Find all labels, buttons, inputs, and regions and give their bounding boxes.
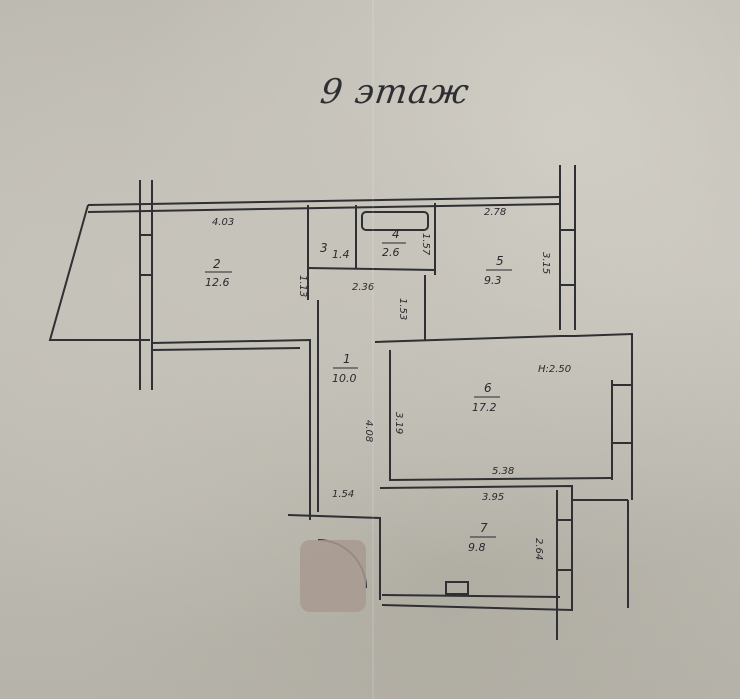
dim-3-15: 3.15 <box>540 252 551 274</box>
dim-2-36: 2.36 <box>352 282 374 293</box>
room-4-area: 2.6 <box>382 246 400 259</box>
room-4-number: 4 <box>392 227 400 241</box>
dim-h-2-50: H:2.50 <box>538 364 571 375</box>
room-6-area: 17.2 <box>472 401 497 414</box>
wall-room6 <box>389 350 613 482</box>
room-7-area: 9.8 <box>468 541 486 554</box>
wall-room2-bottom <box>151 338 311 520</box>
dim-1-13: 1.13 <box>297 275 308 297</box>
dim-2-64: 2.64 <box>533 538 544 560</box>
window-left <box>139 234 153 276</box>
redaction-mark <box>300 540 366 612</box>
room-1-area: 10.0 <box>332 372 357 385</box>
dim-1-54: 1.54 <box>332 489 354 500</box>
dim-4-08: 4.08 <box>363 420 374 442</box>
dim-2-78: 2.78 <box>484 207 506 218</box>
wall-top-inner <box>87 203 561 213</box>
dim-1-53: 1.53 <box>397 298 408 320</box>
room-2-number: 2 <box>213 257 221 271</box>
room-labels: 2 12.6 3 1.4 4 2.6 5 9.3 1 10.0 6 17.2 7… <box>205 227 512 554</box>
window-room6 <box>611 384 633 444</box>
room-5-area: 9.3 <box>484 274 502 287</box>
room-7-number: 7 <box>480 521 488 535</box>
wall-entry <box>287 514 381 600</box>
room-1-number: 1 <box>343 352 351 366</box>
wall-bath-bottom <box>307 267 436 271</box>
dimension-labels: 4.03 2.78 1.13 1.57 3.15 2.36 1.53 H:2.5… <box>212 207 571 560</box>
dim-4-03: 4.03 <box>212 217 234 228</box>
wall-outer-left <box>48 204 150 341</box>
wall-room7-bottom-inner <box>381 594 561 598</box>
window-room5 <box>559 229 576 286</box>
wall-top <box>87 196 561 206</box>
dim-3-19: 3.19 <box>393 412 404 434</box>
room-3-number: 3 <box>320 241 328 255</box>
stove <box>445 581 469 595</box>
window-room7 <box>556 519 573 571</box>
room-6-number: 6 <box>484 381 492 395</box>
room-2-area: 12.6 <box>205 276 230 289</box>
paper-fold-line <box>372 0 374 699</box>
room-3-area: 1.4 <box>332 248 350 261</box>
dim-3-95: 3.95 <box>482 492 504 503</box>
room-5-number: 5 <box>496 254 504 268</box>
wall-room2-bottom-inner <box>151 347 301 351</box>
dim-1-57: 1.57 <box>420 233 431 256</box>
dim-5-38: 5.38 <box>492 466 514 477</box>
bathtub <box>361 211 429 231</box>
